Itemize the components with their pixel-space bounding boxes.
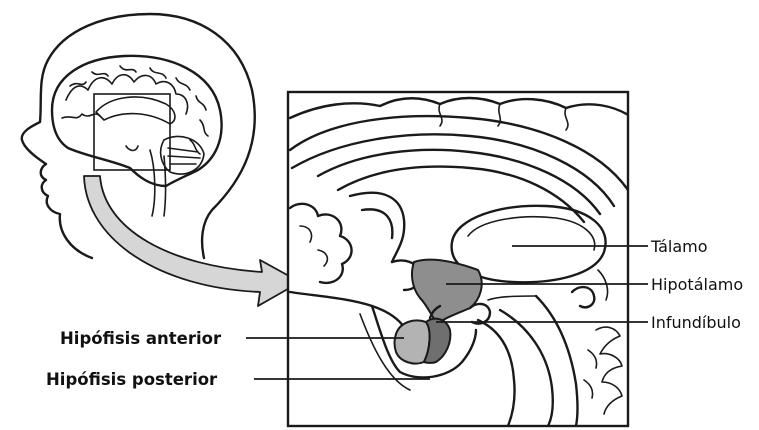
label-hipofisis-posterior: Hipófisis posterior (46, 370, 218, 389)
label-hipotalamo: Hipotálamo (651, 275, 743, 294)
label-hipofisis-anterior: Hipófisis anterior (60, 329, 222, 348)
anterior-pituitary (395, 321, 430, 364)
magnify-arrow (84, 176, 300, 306)
zoom-region-box (94, 94, 170, 170)
label-talamo: Tálamo (650, 237, 708, 256)
zoom-panel (288, 92, 628, 426)
label-infundibulo: Infundíbulo (651, 313, 741, 332)
small-brain (52, 56, 222, 216)
